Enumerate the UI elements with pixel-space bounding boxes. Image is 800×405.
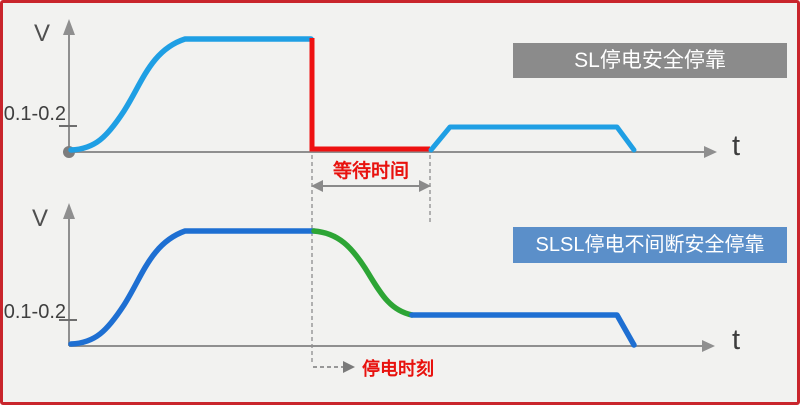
curves-svg — [59, 19, 717, 373]
top-y-axis-label: V — [34, 20, 51, 47]
bottom-y-axis-arrow-icon — [63, 203, 75, 219]
bottom-title-badge: SLSL停电不间断安全停靠 — [513, 227, 787, 263]
top-x-axis-label: t — [732, 130, 741, 162]
bottom-run-curve — [68, 228, 317, 347]
bottom-x-axis-arrow-icon — [702, 340, 715, 352]
top-y-axis-arrow-icon — [63, 19, 75, 35]
wait-time-annotation: 等待时间 — [332, 161, 409, 182]
bottom-y-axis-label: V — [32, 205, 49, 232]
top-title-badge: SL停电安全停靠 — [513, 43, 787, 78]
wait-time-arrow-left-icon — [311, 180, 323, 192]
moment-arrow-head-icon — [343, 361, 355, 373]
top-power-loss-curve — [309, 38, 430, 152]
top-run-curve — [68, 36, 314, 153]
bottom-x-axis-label: t — [732, 324, 741, 356]
top-y-tick-label: 0.1-0.2 — [3, 103, 66, 125]
bottom-rescue-decel-curve — [311, 228, 415, 318]
power-off-moment-annotation: 停电时刻 — [362, 359, 434, 379]
top-x-axis-arrow-icon — [704, 146, 717, 158]
wait-time-arrow-right-icon — [419, 180, 431, 192]
top-low-speed-curve — [428, 124, 637, 153]
bottom-low-speed-curve — [409, 312, 637, 348]
bottom-y-tick-label: 0.1-0.2 — [3, 301, 66, 323]
